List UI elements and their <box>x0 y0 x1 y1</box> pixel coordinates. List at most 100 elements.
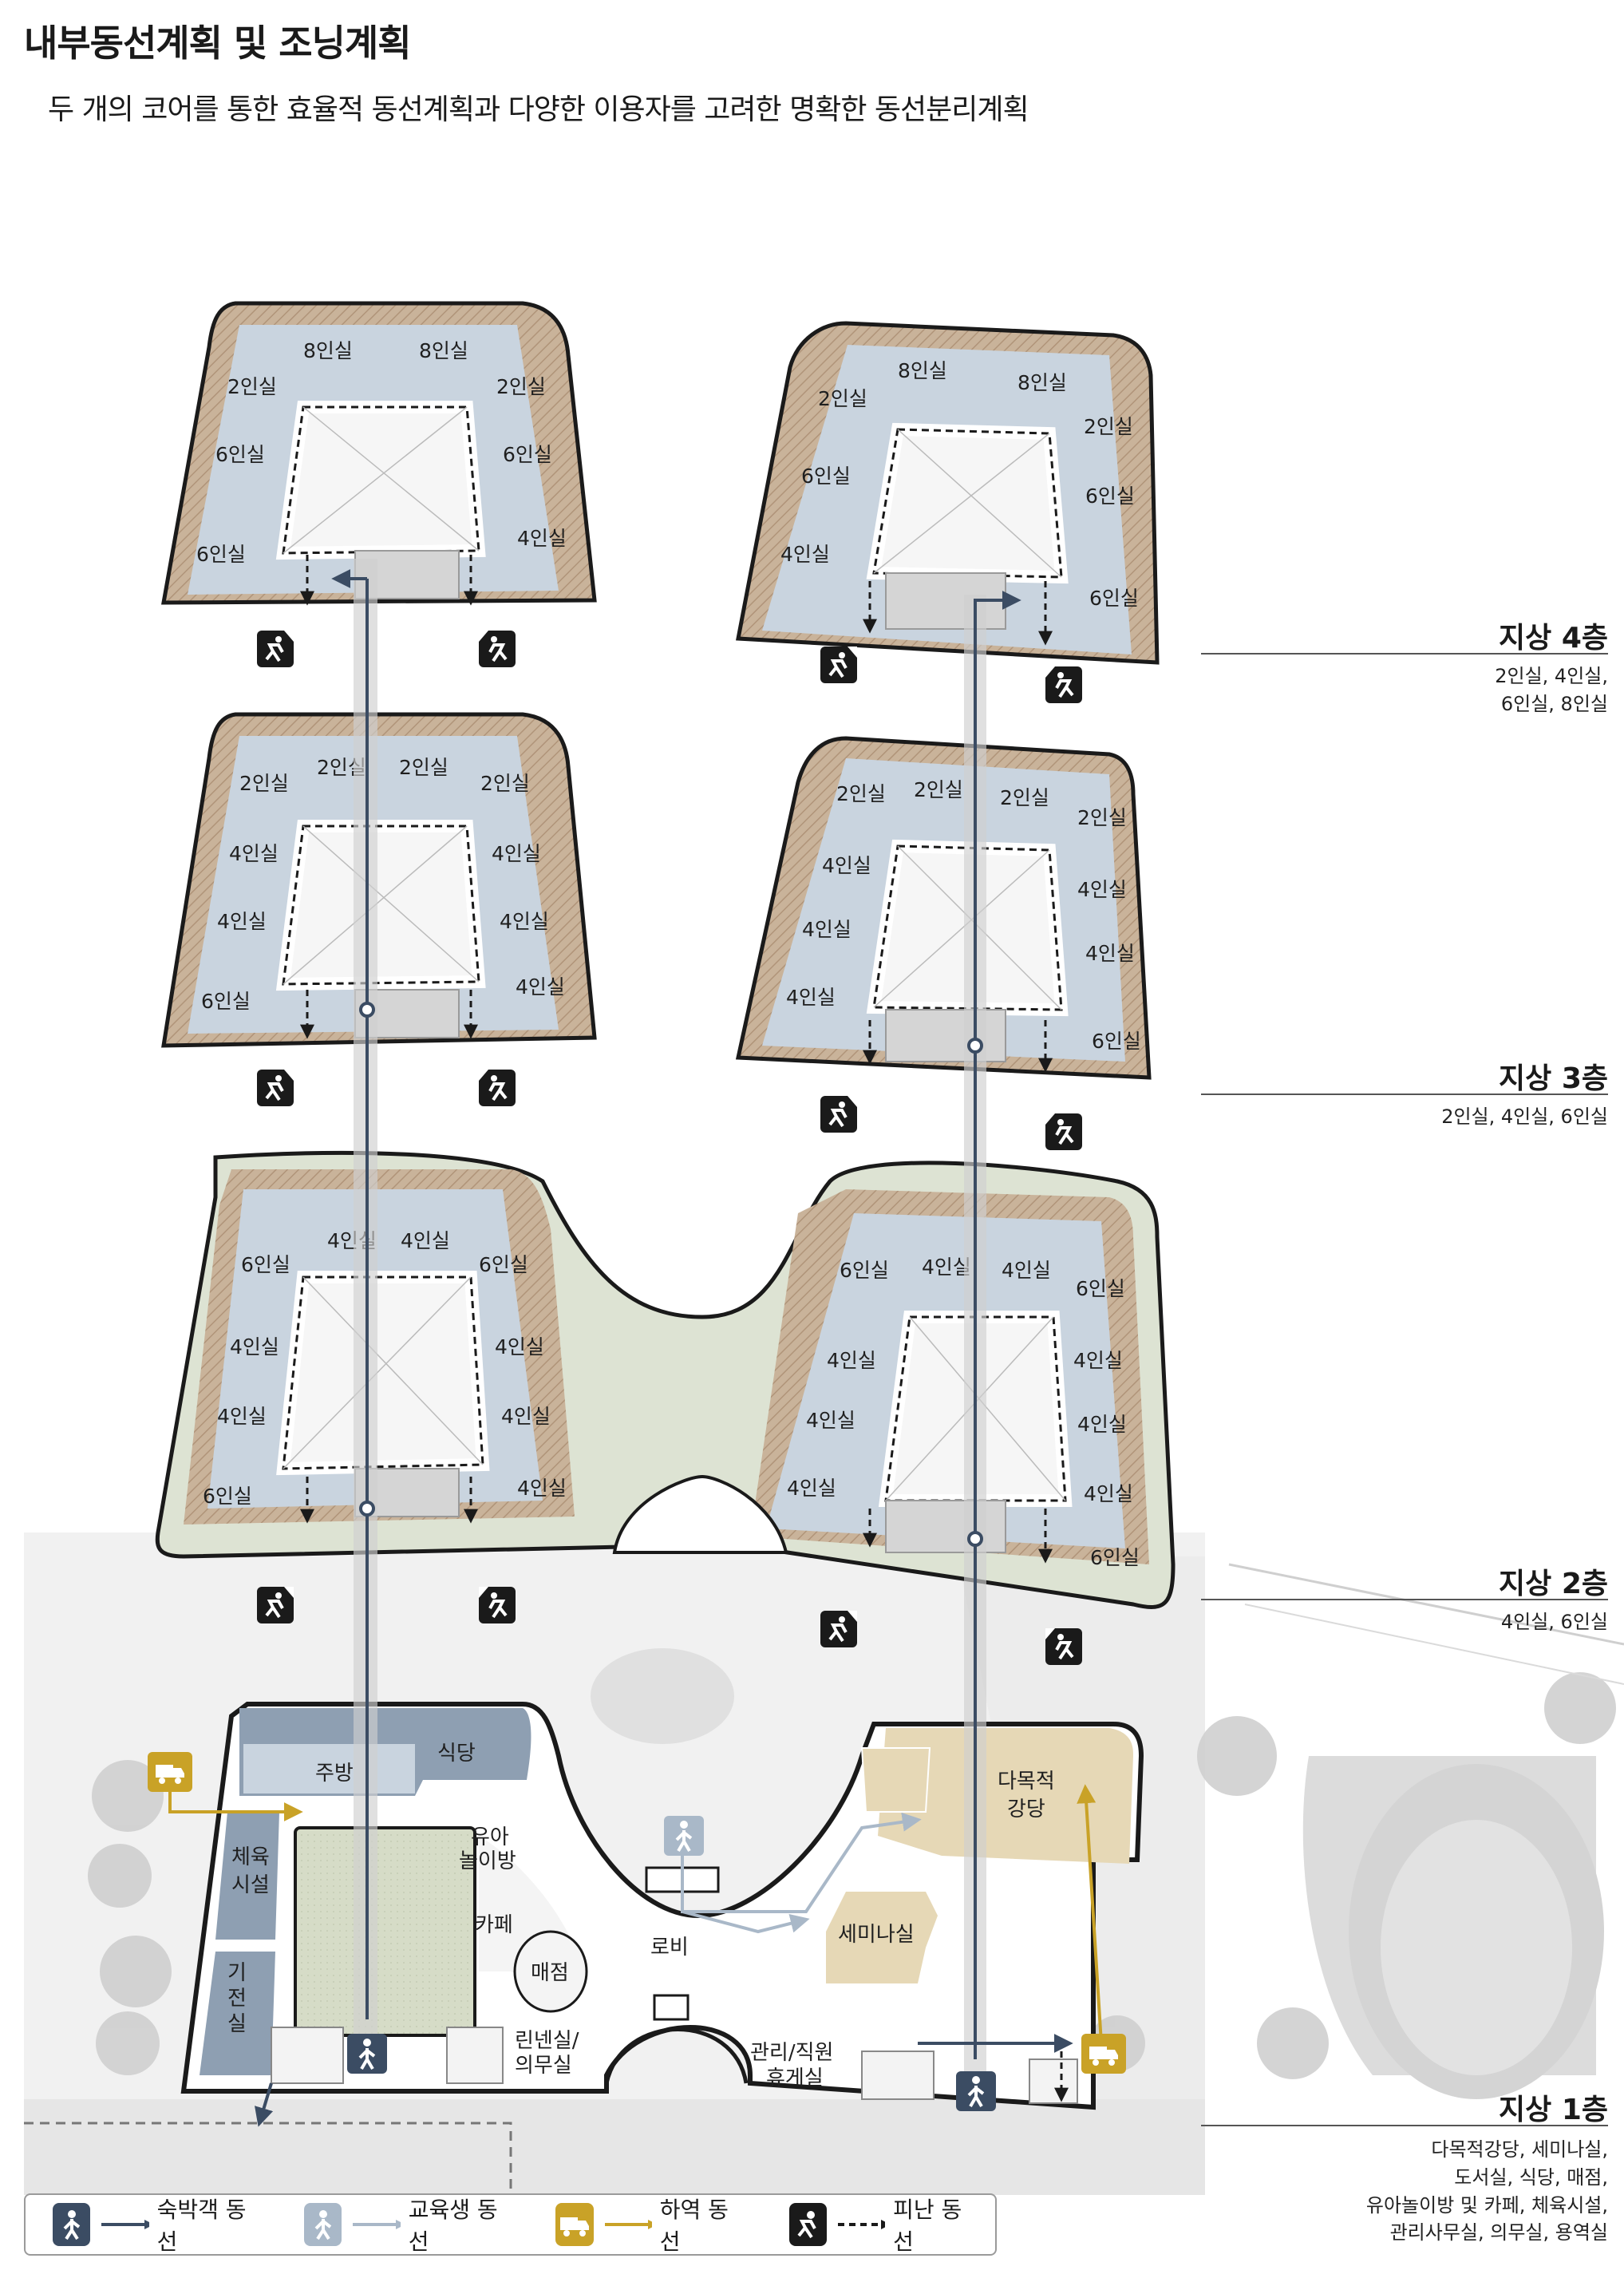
svg-text:4인실: 4인실 <box>217 910 267 933</box>
svg-text:4인실: 4인실 <box>827 1349 876 1372</box>
svg-text:6인실: 6인실 <box>215 443 265 466</box>
svg-text:6인실: 6인실 <box>1090 1546 1140 1569</box>
svg-text:6인실: 6인실 <box>479 1253 528 1276</box>
svg-text:2인실: 2인실 <box>239 772 289 795</box>
svg-text:4인실: 4인실 <box>1084 1482 1133 1505</box>
svg-text:4인실: 4인실 <box>401 1229 450 1252</box>
svg-text:4인실: 4인실 <box>516 975 565 999</box>
room-label-sports: 체육 <box>231 1845 270 1869</box>
svg-text:4인실: 4인실 <box>1073 1349 1123 1372</box>
running-person-icon <box>257 1070 294 1106</box>
svg-text:2인실: 2인실 <box>399 756 448 779</box>
student-routes <box>681 1812 922 1934</box>
svg-text:2인실: 2인실 <box>227 375 277 398</box>
svg-text:4인실: 4인실 <box>822 854 871 877</box>
svg-text:8인실: 8인실 <box>419 339 468 362</box>
svg-text:4인실: 4인실 <box>922 1256 971 1279</box>
running-person-icon <box>479 1587 516 1623</box>
entry-icons <box>148 1752 1126 2111</box>
floor-2-plan: 4인실 4인실 6인실 6인실 4인실 4인실 4인실 4인실 6인실 4인실 … <box>155 1150 1176 1609</box>
room-label-kids: 유아 <box>471 1825 509 1849</box>
running-person-icon <box>820 1096 857 1133</box>
running-person-icon <box>257 1587 294 1623</box>
room-label-multipurpose: 다목적 <box>998 1770 1055 1793</box>
running-person-icon <box>788 2203 827 2246</box>
svg-text:휴게실: 휴게실 <box>766 2066 824 2090</box>
svg-text:4인실: 4인실 <box>517 1477 567 1500</box>
room-label-store: 매점 <box>531 1961 569 1985</box>
running-person-icon <box>1045 1628 1082 1665</box>
svg-text:4인실: 4인실 <box>786 986 836 1009</box>
delivery-routes <box>168 1784 1103 2044</box>
pedestrian-icon <box>304 2203 342 2246</box>
page-subtitle: 두 개의 코어를 통한 효율적 동선계획과 다양한 이용자를 고려한 명확한 동… <box>48 93 1029 126</box>
pedestrian-icon <box>956 2071 996 2111</box>
svg-text:6인실: 6인실 <box>1089 587 1139 610</box>
running-person-icon <box>820 647 857 683</box>
floor-name: 지상 4층 <box>1499 622 1608 655</box>
svg-text:6인실: 6인실 <box>1076 1277 1125 1300</box>
floor-annotation-3f: 지상 3층 <box>1499 1062 1608 1095</box>
svg-text:6인실: 6인실 <box>1092 1030 1141 1053</box>
svg-text:4인실: 4인실 <box>495 1335 544 1358</box>
svg-text:놀이방: 놀이방 <box>459 1849 516 1873</box>
svg-text:8인실: 8인실 <box>303 339 353 362</box>
svg-text:2인실: 2인실 <box>1077 806 1127 829</box>
floor-desc-1f: 다목적강당, 세미나실, 도서실, 식당, 매점, 유아놀이방 및 카페, 체육… <box>1365 2138 1608 2244</box>
svg-text:6인실: 6인실 <box>201 990 251 1013</box>
svg-text:2인실: 2인실 <box>480 772 530 795</box>
room-label-seminar: 세미나실 <box>838 1923 915 1947</box>
svg-text:2인실: 2인실 <box>496 375 546 398</box>
legend: 숙박객 동선 교육생 동선 하역 동선 피난 동선 <box>24 2193 997 2256</box>
svg-text:시설: 시설 <box>231 1873 270 1897</box>
legend-item-evacuation: 피난 동선 <box>788 2193 971 2256</box>
floor-divider <box>1201 2125 1608 2126</box>
floor-divider <box>1201 1599 1608 1600</box>
floor-1-plan: 식당 주방 체육 시설 유아 놀이방 카페 매점 로비 다목적 강당 세미나실 … <box>180 1702 1144 2110</box>
dashed-arrow-icon <box>837 2220 886 2229</box>
svg-text:2인실: 2인실 <box>914 778 963 801</box>
running-person-icon <box>257 631 294 667</box>
floor-desc-2f: 4인실, 6인실 <box>1500 1611 1608 1633</box>
truck-icon <box>148 1752 192 1792</box>
svg-text:실: 실 <box>227 2012 247 2036</box>
room-label-linen: 린넨실/ <box>515 2029 579 2053</box>
svg-text:4인실: 4인실 <box>1085 942 1135 965</box>
running-person-icon <box>1045 666 1082 703</box>
svg-text:4인실: 4인실 <box>517 527 567 550</box>
svg-text:4인실: 4인실 <box>230 1335 279 1358</box>
svg-text:4인실: 4인실 <box>492 842 541 865</box>
room-label-cafe: 카페 <box>475 1913 513 1937</box>
running-person-icon <box>479 631 516 667</box>
svg-text:4인실: 4인실 <box>780 543 830 566</box>
svg-text:4인실: 4인실 <box>787 1477 836 1500</box>
svg-text:6인실: 6인실 <box>801 465 851 488</box>
svg-text:8인실: 8인실 <box>1017 371 1067 394</box>
svg-text:4인실: 4인실 <box>802 918 852 941</box>
svg-text:4인실: 4인실 <box>217 1405 267 1428</box>
arrow-icon <box>101 2220 149 2229</box>
svg-text:전: 전 <box>227 1987 247 2011</box>
legend-item-delivery: 하역 동선 <box>555 2193 737 2256</box>
evacuation-routes <box>300 555 1069 2102</box>
running-person-icon <box>1045 1113 1082 1150</box>
page-title: 내부동선계획 및 조닝계획 <box>24 22 412 65</box>
svg-text:6인실: 6인실 <box>203 1485 252 1508</box>
svg-text:2인실: 2인실 <box>836 782 886 805</box>
floor-annotation-1f: 지상 1층 <box>1499 2094 1608 2126</box>
svg-text:4인실: 4인실 <box>1002 1259 1051 1282</box>
arrow-icon <box>353 2220 401 2229</box>
pedestrian-icon <box>53 2203 91 2246</box>
legend-item-guest: 숙박객 동선 <box>53 2193 253 2256</box>
svg-text:4인실: 4인실 <box>229 842 279 865</box>
room-label-gijeon: 기 <box>227 1961 247 1985</box>
pedestrian-icon <box>347 2034 387 2074</box>
room-label-kitchen: 주방 <box>315 1762 354 1786</box>
running-person-icon <box>820 1611 857 1647</box>
arrow-icon <box>604 2220 652 2229</box>
svg-text:6인실: 6인실 <box>241 1253 290 1276</box>
svg-text:강당: 강당 <box>1007 1797 1045 1821</box>
floor-4-plan: 8인실 8인실 2인실 2인실 6인실 6인실 6인실 4인실 8인실 8인실 … <box>161 301 1160 665</box>
svg-text:4인실: 4인실 <box>1077 878 1127 901</box>
